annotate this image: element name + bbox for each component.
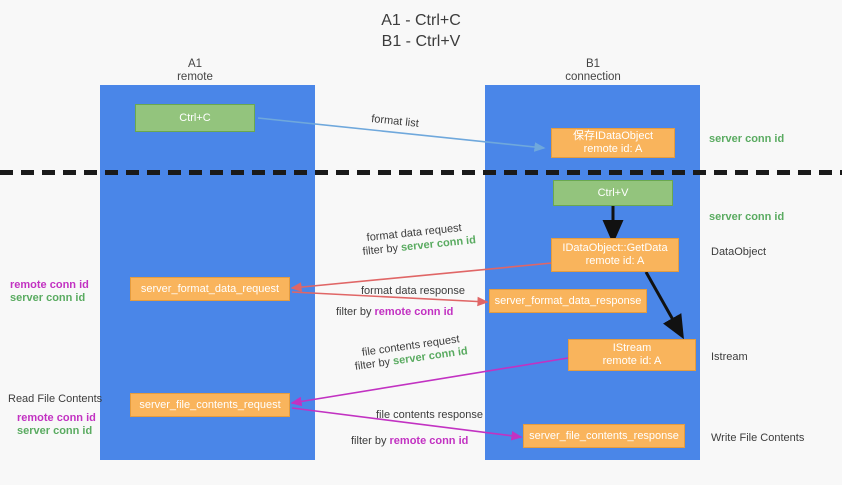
lane-header-a1-sub: remote bbox=[177, 71, 213, 83]
right-label-write-file-contents: Write File Contents bbox=[711, 432, 805, 444]
box-server-format-data-response-label: server_format_data_response bbox=[494, 294, 642, 307]
box-save-idataobject[interactable]: 保存IDataObject remote id: A bbox=[551, 128, 675, 158]
page-title: A1 - Ctrl+C B1 - Ctrl+V bbox=[0, 10, 842, 52]
box-save-idataobject-line2: remote id: A bbox=[583, 143, 643, 155]
box-server-format-data-request[interactable]: server_format_data_request bbox=[130, 277, 290, 301]
lane-header-b1-name: B1 bbox=[585, 58, 601, 70]
box-ctrl-c[interactable]: Ctrl+C bbox=[135, 104, 255, 132]
box-idataobject-getdata-line2: remote id: A bbox=[585, 255, 645, 267]
lane-header-a1: A1 remote bbox=[130, 58, 260, 84]
left-label-server-conn-id-1: server conn id bbox=[10, 292, 86, 304]
box-ctrl-c-label: Ctrl+C bbox=[179, 111, 211, 124]
box-server-file-contents-response-label: server_file_contents_response bbox=[529, 429, 679, 442]
box-istream-line2: remote id: A bbox=[602, 355, 662, 367]
label-file-contents-response-filter: filter by remote conn id bbox=[351, 434, 468, 448]
box-ctrl-v[interactable]: Ctrl+V bbox=[553, 180, 673, 206]
left-label-remote-conn-id-1: remote conn id bbox=[10, 279, 89, 291]
right-label-dataobject: DataObject bbox=[711, 246, 767, 258]
label-file-contents-response-filter-prefix: filter by bbox=[351, 435, 390, 447]
left-label-read-file-contents: Read File Contents bbox=[8, 393, 103, 405]
label-format-data-response-filter-value: remote conn id bbox=[374, 306, 454, 318]
title-line-2: B1 - Ctrl+V bbox=[381, 33, 461, 50]
box-server-format-data-response[interactable]: server_format_data_response bbox=[489, 289, 647, 313]
box-idataobject-getdata[interactable]: IDataObject::GetData remote id: A bbox=[551, 238, 679, 272]
lane-header-b1-sub: connection bbox=[565, 71, 621, 83]
box-save-idataobject-line1: 保存IDataObject bbox=[572, 130, 654, 142]
phase-divider bbox=[0, 170, 842, 175]
left-label-remote-conn-id-2: remote conn id bbox=[17, 412, 96, 424]
box-server-file-contents-request-label: server_file_contents_request bbox=[139, 398, 281, 411]
box-ctrl-v-label: Ctrl+V bbox=[597, 186, 629, 199]
box-server-file-contents-response[interactable]: server_file_contents_response bbox=[523, 424, 685, 448]
label-format-list: format list bbox=[370, 112, 420, 130]
box-server-file-contents-request[interactable]: server_file_contents_request bbox=[130, 393, 290, 417]
label-file-contents-request-filter-prefix: filter by bbox=[354, 355, 394, 373]
label-file-contents-response: file contents response bbox=[376, 409, 484, 421]
right-label-server-conn-id-1: server conn id bbox=[709, 133, 785, 145]
box-istream[interactable]: IStream remote id: A bbox=[568, 339, 696, 371]
label-format-data-response: format data response bbox=[361, 285, 465, 297]
left-label-server-conn-id-2: server conn id bbox=[17, 425, 93, 437]
right-label-server-conn-id-2: server conn id bbox=[709, 211, 785, 223]
label-file-contents-response-filter-value: remote conn id bbox=[389, 435, 469, 447]
box-idataobject-getdata-line1: IDataObject::GetData bbox=[562, 242, 668, 254]
label-format-data-response-filter-prefix: filter by bbox=[336, 306, 375, 318]
right-label-istream: Istream bbox=[711, 351, 748, 363]
label-format-data-request-filter-prefix: filter by bbox=[362, 241, 402, 258]
lane-header-a1-name: A1 bbox=[187, 58, 203, 70]
title-line-1: A1 - Ctrl+C bbox=[381, 12, 461, 29]
box-istream-line1: IStream bbox=[612, 342, 652, 354]
box-server-format-data-request-label: server_format_data_request bbox=[140, 282, 280, 295]
label-format-data-response-filter: filter by remote conn id bbox=[336, 305, 453, 319]
lane-header-b1: B1 connection bbox=[528, 58, 658, 84]
